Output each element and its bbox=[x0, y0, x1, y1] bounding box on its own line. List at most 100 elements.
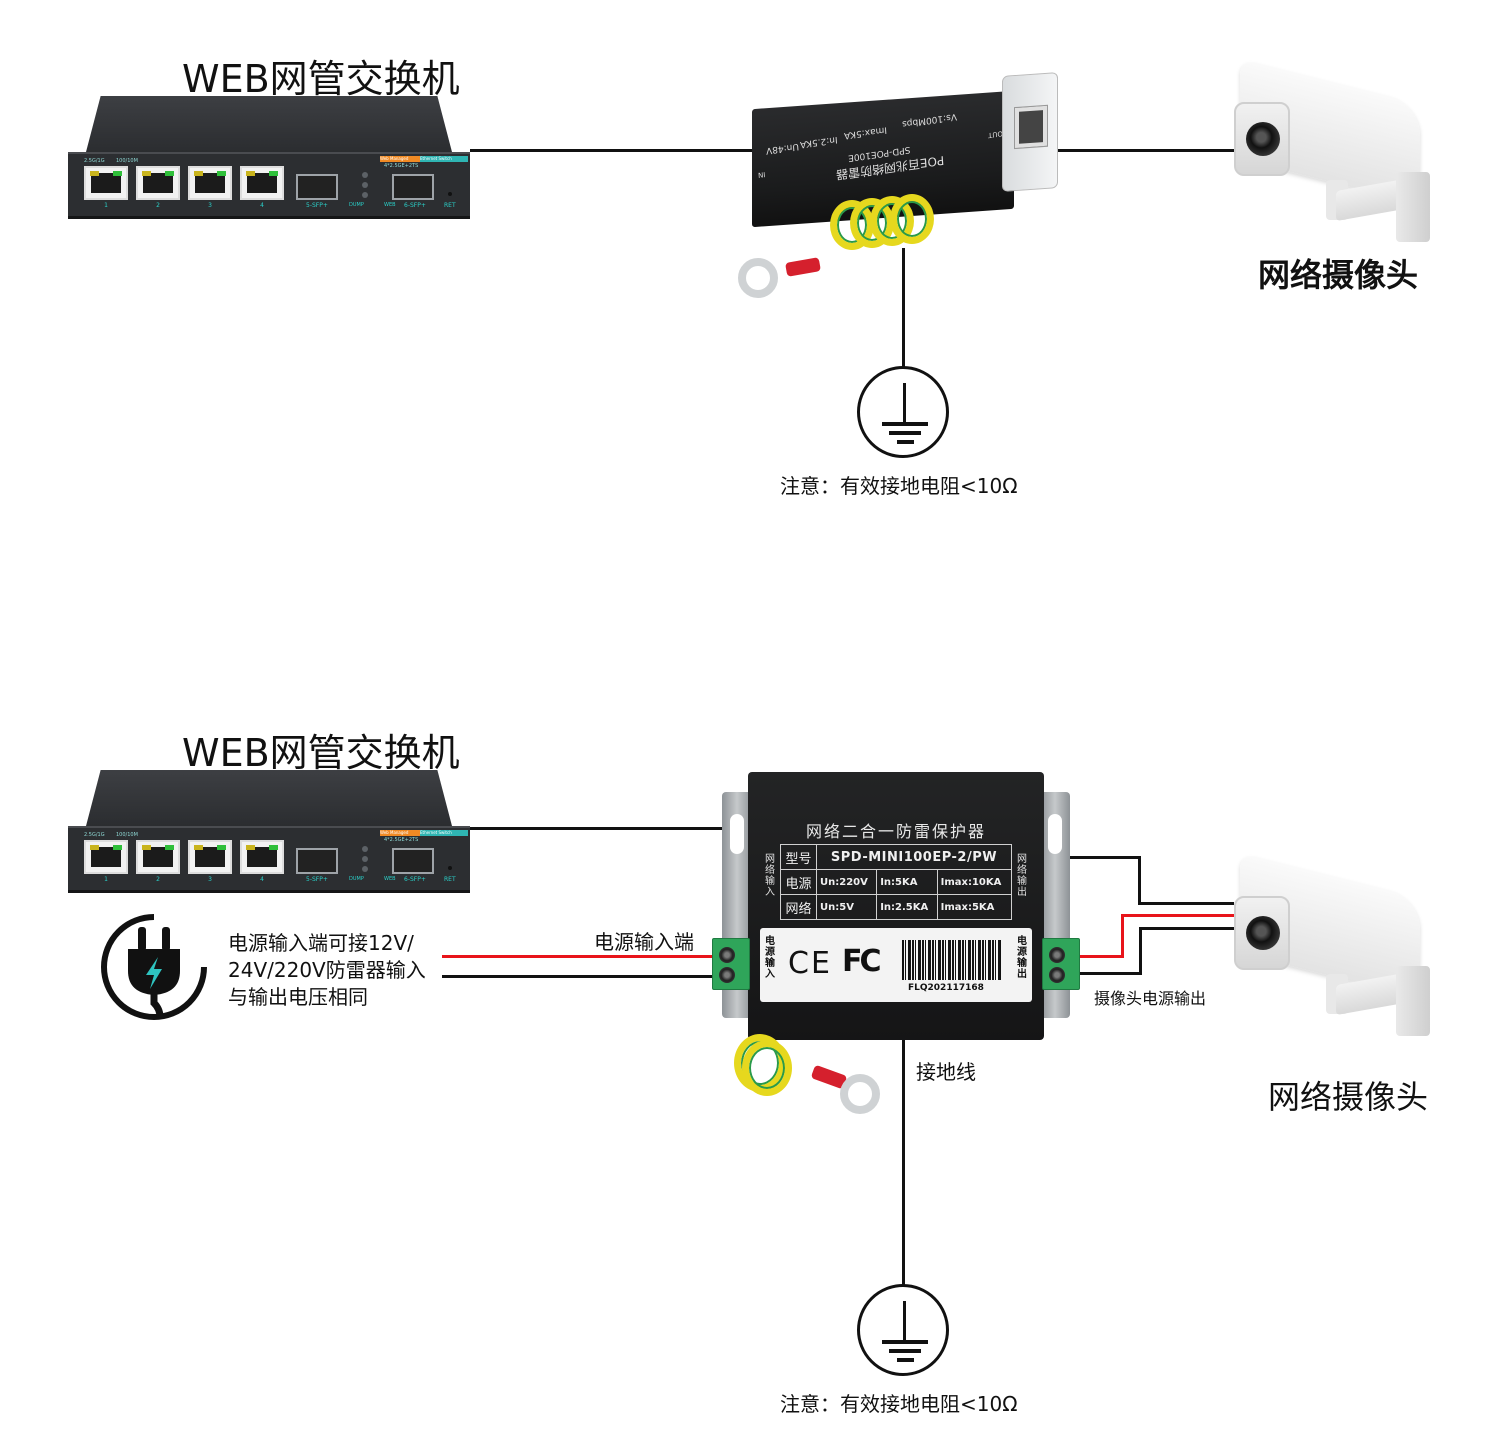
net-out-label: 网络输出 bbox=[1017, 854, 1027, 898]
sfp-label: 6-SFP+ bbox=[404, 876, 426, 883]
rj45-port-1 bbox=[84, 166, 128, 200]
ground-note-bottom: 注意：有效接地电阻<10Ω bbox=[780, 1392, 1018, 1416]
power-positive-wire-out bbox=[1121, 914, 1234, 917]
led-5 bbox=[362, 846, 368, 852]
network-cable-out-segment bbox=[1138, 902, 1234, 905]
port-header-right: 100/10M bbox=[116, 832, 138, 838]
network-power-surge-protector: 网络二合一防雷保护器 型号 SPD-MINI100EP-2/PW 电源 Un:2… bbox=[712, 772, 1080, 1114]
poe-out-label: OUT bbox=[987, 129, 1004, 140]
poe-spec-imax: Imax:5KA bbox=[843, 124, 888, 141]
sfp-port-5 bbox=[296, 174, 338, 200]
poe-spec-in: In:2.5KA bbox=[799, 133, 838, 150]
web-label: WEB bbox=[384, 876, 396, 882]
imax-value: Imax:5KA bbox=[936, 894, 1013, 920]
power-note-line: 与输出电压相同 bbox=[228, 985, 368, 1009]
camera-label-bottom: 网络摄像头 bbox=[1268, 1078, 1429, 1116]
un-value: Un:220V bbox=[815, 869, 878, 895]
port-label: 4 bbox=[260, 876, 264, 883]
spec-row-network: 网络 Un:5V In:2.5KA Imax:5KA bbox=[780, 894, 1013, 920]
dump-label: DUMP bbox=[349, 202, 364, 208]
rj45-port-3 bbox=[188, 166, 232, 200]
sfp-port-6 bbox=[392, 174, 434, 200]
port-label: 2 bbox=[156, 876, 160, 883]
switch-chassis-top bbox=[86, 770, 452, 826]
rj45-port-3 bbox=[188, 840, 232, 874]
network-camera-bottom bbox=[1226, 853, 1446, 1046]
brand-label-left: Web Managed bbox=[380, 156, 420, 162]
rj45-port-4 bbox=[240, 166, 284, 200]
network-cable-switch-to-protector bbox=[470, 149, 760, 152]
power-output-terminal bbox=[1042, 938, 1080, 990]
fcc-mark: FC bbox=[842, 944, 881, 979]
port-header-left: 2.5G/1G bbox=[84, 158, 105, 164]
power-negative-wire-out bbox=[1080, 972, 1142, 975]
in-value: In:2.5KA bbox=[876, 894, 938, 920]
poe-in-label: IN bbox=[757, 170, 766, 179]
spec-row-power: 电源 Un:220V In:5KA Imax:10KA bbox=[780, 869, 1013, 895]
network-cable-out-segment bbox=[1138, 856, 1141, 904]
poe-surge-protector: Vs:100Mbps Imax:5KA In:2.5KA Un:48V SPD-… bbox=[738, 72, 1062, 298]
switch-front-panel: 2.5G/1G 100/10M 1 2 3 4 5-SFP+ DUMP WEB … bbox=[68, 152, 470, 216]
spd-spec-table: 型号 SPD-MINI100EP-2/PW 电源 Un:220V In:5KA … bbox=[780, 844, 1013, 920]
brand-label-right: Ethernet Switch bbox=[420, 830, 468, 836]
model-header: 型号 bbox=[780, 844, 817, 870]
led-pwr bbox=[362, 192, 368, 198]
sfp-label: 6-SFP+ bbox=[404, 202, 426, 209]
web-managed-switch-bottom: 2.5G/1G 100/10M 1 2 3 4 5-SFP+ DUMP WEB … bbox=[68, 770, 470, 894]
rj45-port-1 bbox=[84, 840, 128, 874]
imax-value: Imax:10KA bbox=[936, 869, 1013, 895]
led-pwr bbox=[362, 866, 368, 872]
switch-title-bottom: WEB网管交换机 bbox=[182, 731, 460, 775]
port-label: 1 bbox=[104, 202, 108, 209]
web-managed-switch-top: 2.5G/1G 100/10M 1 2 3 4 5-SFP+ DUMP WEB … bbox=[68, 96, 470, 220]
rj45-out-port bbox=[1015, 105, 1047, 149]
port-label: 4 bbox=[260, 202, 264, 209]
network-cable-switch-to-spd bbox=[470, 827, 730, 830]
camera-power-label: 摄像头电源输出 bbox=[1094, 989, 1207, 1008]
reset-hole bbox=[448, 192, 452, 196]
port-header-right: 100/10M bbox=[116, 158, 138, 164]
ground-wire-label: 接地线 bbox=[916, 1060, 976, 1084]
camera-lens-icon bbox=[1246, 916, 1280, 950]
power-positive-wire-in bbox=[442, 955, 714, 958]
ce-mark: CE bbox=[788, 946, 832, 981]
power-negative-wire-out bbox=[1139, 927, 1142, 975]
switch-front-panel: 2.5G/1G 100/10M 1 2 3 4 5-SFP+ DUMP WEB … bbox=[68, 826, 470, 890]
ground-note-top: 注意：有效接地电阻<10Ω bbox=[780, 474, 1018, 498]
rj45-port-2 bbox=[136, 840, 180, 874]
camera-wall-plate bbox=[1396, 172, 1430, 242]
port-label: 1 bbox=[104, 876, 108, 883]
red-crimp-terminal bbox=[785, 257, 821, 277]
sfp-label: 5-SFP+ bbox=[306, 876, 328, 883]
sfp-port-6 bbox=[392, 848, 434, 874]
network-cable-out-segment bbox=[1068, 856, 1140, 859]
rj45-port-2 bbox=[136, 166, 180, 200]
ground-symbol-icon bbox=[857, 366, 949, 458]
brand-label-right: Ethernet Switch bbox=[420, 156, 468, 162]
port-label: 3 bbox=[208, 876, 212, 883]
sfp-port-5 bbox=[296, 848, 338, 874]
poe-protector-endcap bbox=[1002, 72, 1058, 192]
network-camera-top bbox=[1226, 59, 1446, 252]
ring-lug-icon bbox=[840, 1074, 880, 1114]
spd-spec-label: 网络二合一防雷保护器 型号 SPD-MINI100EP-2/PW 电源 Un:2… bbox=[760, 812, 1032, 920]
spec-line: 4*2.5GE+2TS bbox=[384, 837, 419, 843]
reset-hole bbox=[448, 866, 452, 870]
power-note: 电源输入端可接12V/ 24V/220V防雷器输入 与输出电压相同 bbox=[228, 930, 426, 1011]
row-header: 网络 bbox=[780, 894, 817, 920]
ground-coil-loop bbox=[742, 1040, 792, 1096]
ring-lug-icon bbox=[738, 258, 778, 298]
port-label: 3 bbox=[208, 202, 212, 209]
camera-label-top: 网络摄像头 bbox=[1258, 256, 1419, 294]
poe-spec-vs: Vs:100Mbps bbox=[901, 110, 958, 129]
power-input-label: 电源输入端 bbox=[594, 930, 694, 954]
brand-label-left: Web Managed bbox=[380, 830, 420, 836]
reset-label: RET bbox=[444, 202, 456, 209]
power-out-label: 电源输出 bbox=[1017, 936, 1027, 980]
camera-wall-plate bbox=[1396, 966, 1430, 1036]
power-negative-wire-out bbox=[1139, 927, 1234, 930]
serial-number: FLQ202117168 bbox=[908, 983, 984, 993]
reset-label: RET bbox=[444, 876, 456, 883]
led-6 bbox=[362, 856, 368, 862]
led-6 bbox=[362, 182, 368, 188]
